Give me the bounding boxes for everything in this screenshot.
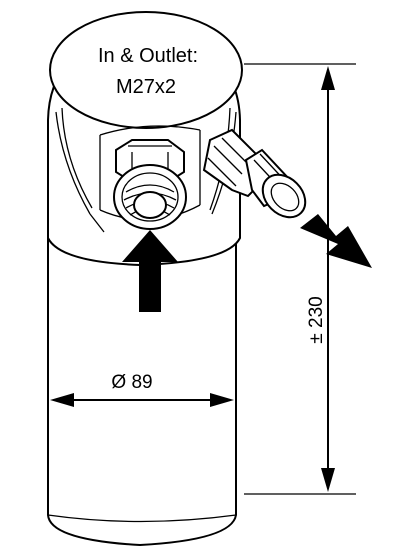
height-dimension-label: ± 230 xyxy=(306,296,327,343)
diameter-dimension-line xyxy=(50,393,234,407)
top-cap xyxy=(49,11,243,129)
cylinder-body xyxy=(47,237,237,547)
outlet-flow-arrow xyxy=(300,214,372,268)
diameter-dimension-label: Ø 89 xyxy=(111,372,152,393)
inlet-fitting xyxy=(113,139,187,230)
outlet-fitting xyxy=(202,128,307,219)
outlet-label-line1: In & Outlet: xyxy=(98,45,198,67)
height-dimension-line xyxy=(244,63,356,495)
inlet-flow-arrow xyxy=(122,230,178,312)
outlet-label-line2: M27x2 xyxy=(116,76,176,98)
